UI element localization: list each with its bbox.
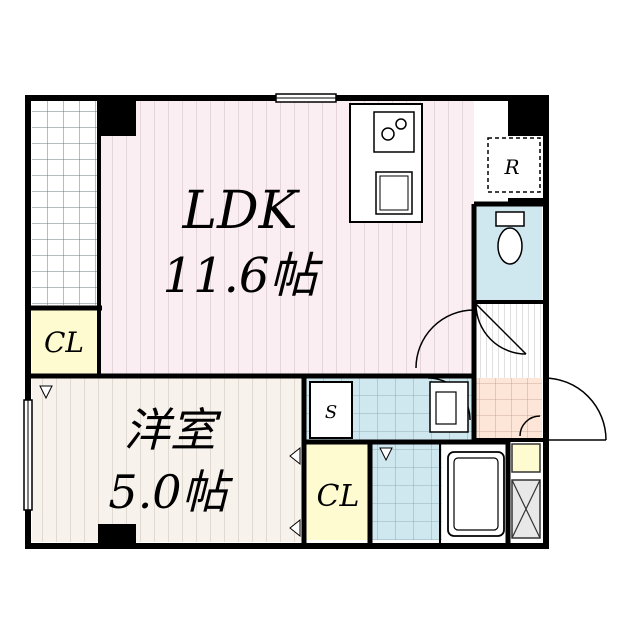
shoe-storage: S xyxy=(309,381,353,439)
entrance-floor xyxy=(476,378,542,438)
shoe-storage-label: S xyxy=(325,402,337,423)
closet-bottom-floor xyxy=(306,444,370,540)
door-entrance xyxy=(543,377,607,441)
interior-walls xyxy=(30,98,546,546)
kitchen-counter xyxy=(349,103,423,223)
sink-icon xyxy=(375,171,413,215)
western-size: 5.0帖 xyxy=(108,465,233,519)
meter-box-cross xyxy=(511,479,541,539)
sliding-door-markers xyxy=(39,385,393,538)
balcony-tiles xyxy=(32,100,98,305)
hall-floor xyxy=(476,300,542,378)
door-hall xyxy=(475,303,527,355)
closet-left-floor xyxy=(32,310,98,374)
stove-burner-icon xyxy=(395,118,407,130)
washbasin-icon xyxy=(429,381,469,433)
bath-floor xyxy=(370,444,442,540)
refrigerator-label: R xyxy=(503,155,519,179)
stove-burner-icon xyxy=(381,127,395,141)
toilet-icon xyxy=(495,211,525,265)
entrance-step xyxy=(519,415,541,437)
meter-box-top xyxy=(511,443,541,473)
door-ldk xyxy=(415,309,475,369)
window-top xyxy=(275,93,337,103)
closet-left-label: CL xyxy=(44,326,84,359)
bathtub-icon xyxy=(447,451,505,537)
ldk-size: 11.6帖 xyxy=(163,248,324,304)
window-left xyxy=(23,399,33,511)
western-name: 洋室 xyxy=(124,403,222,457)
closet-bottom-label: CL xyxy=(317,479,360,514)
ldk-name: LDK xyxy=(181,181,300,241)
refrigerator-space: R xyxy=(487,137,541,193)
column-nw xyxy=(98,98,136,136)
column-sw xyxy=(98,524,136,546)
western-floor xyxy=(32,374,302,542)
column-ne xyxy=(508,98,546,136)
